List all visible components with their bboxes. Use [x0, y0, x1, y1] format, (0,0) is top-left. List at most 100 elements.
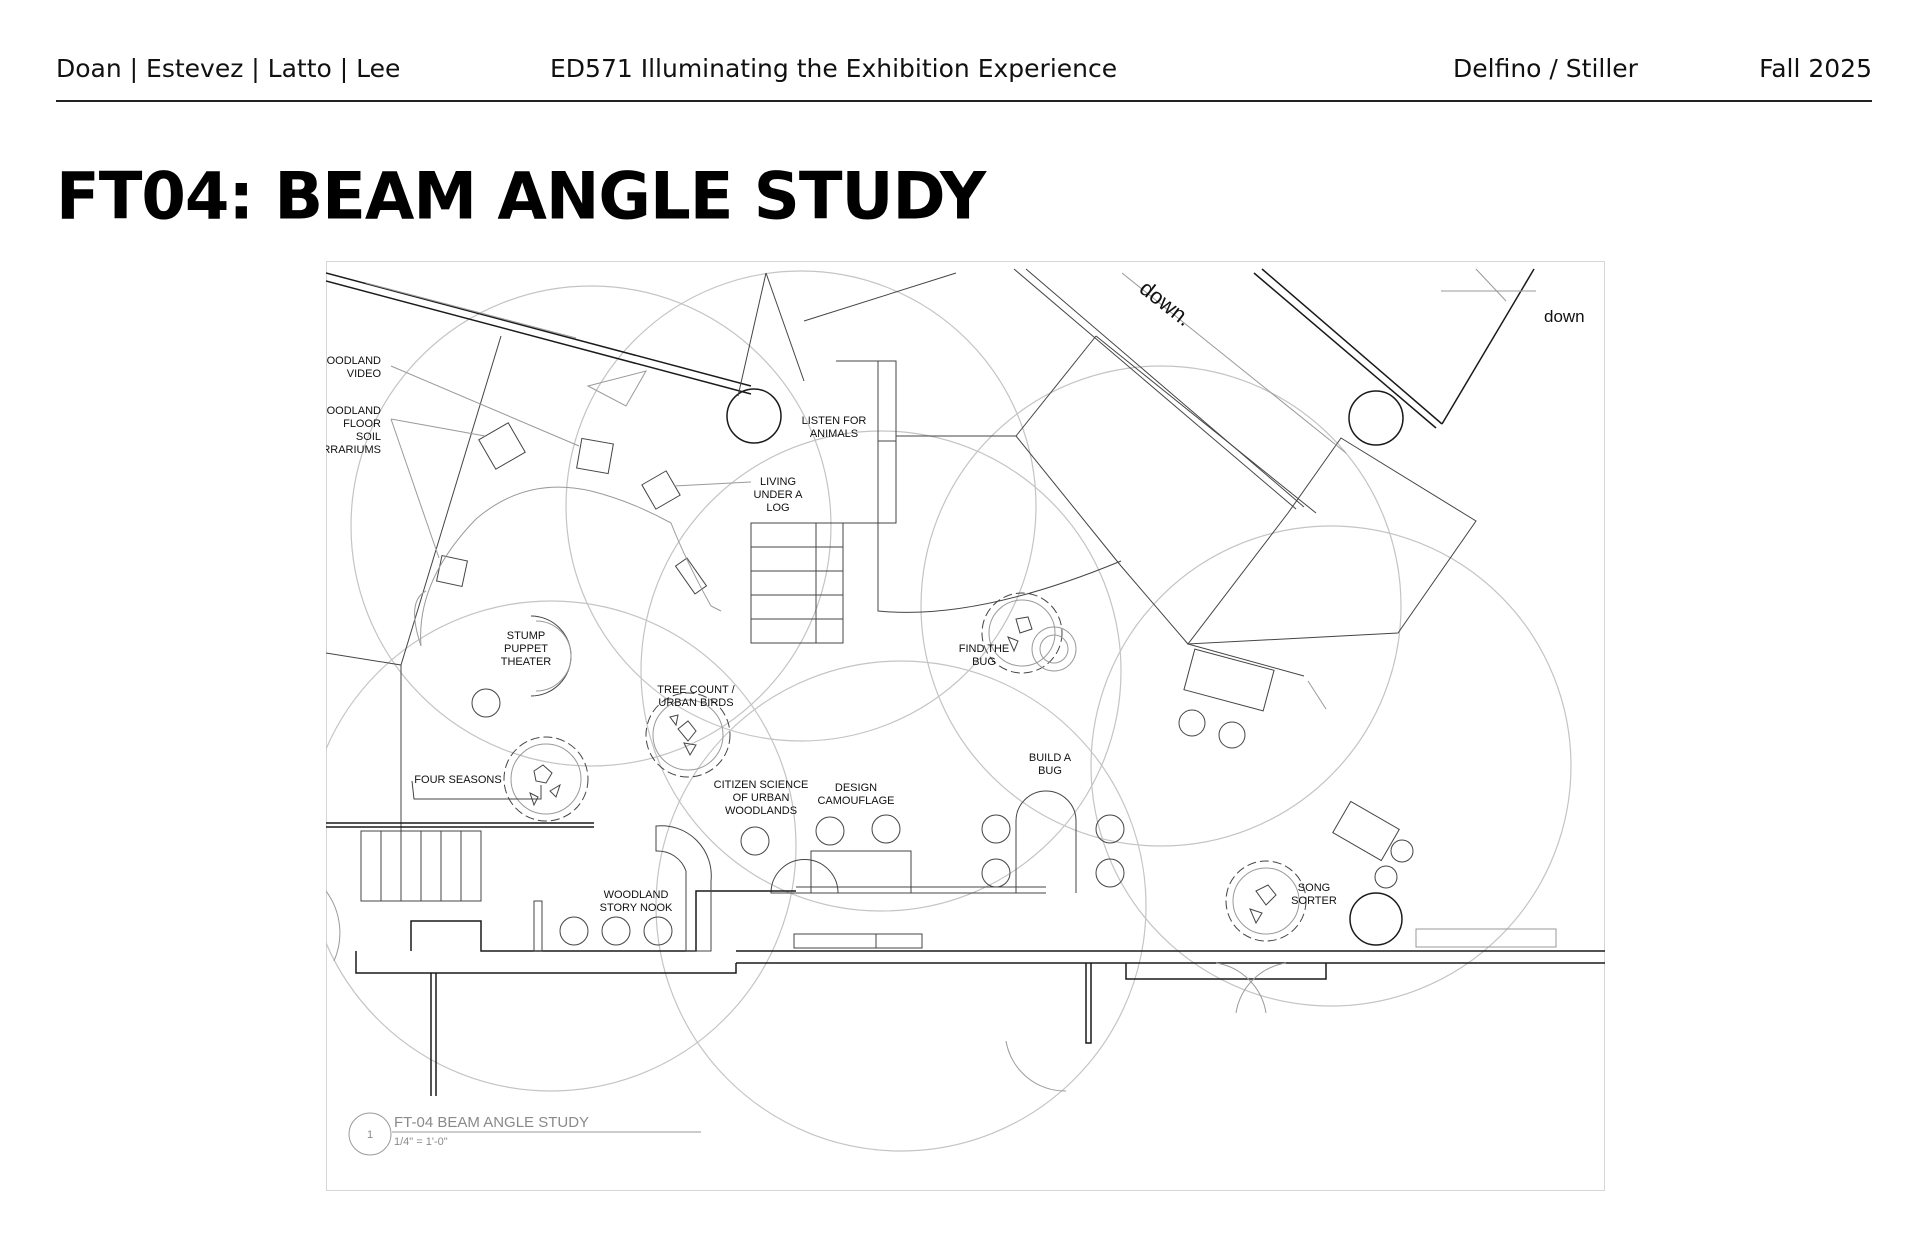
right-diagonal-structure: [1013, 268, 1536, 712]
label-four-seasons: FOUR SEASONS: [414, 774, 501, 786]
door-swing: [1215, 962, 1267, 1014]
beam-circle: [350, 285, 832, 767]
label-down-rotated: down.: [1135, 275, 1197, 331]
authors-text: Doan | Estevez | Latto | Lee: [56, 54, 401, 83]
stool: [471, 688, 501, 718]
stool: [740, 826, 770, 856]
left-partitions: [325, 335, 502, 836]
stool: [1374, 865, 1398, 889]
leader-line: [390, 418, 440, 559]
lower-walls: [325, 780, 1605, 1096]
video-screen: [586, 370, 648, 407]
curving-path: [420, 486, 722, 647]
diagonal-line: [1095, 335, 1317, 514]
pavilion-line: [737, 272, 767, 397]
stool: [981, 858, 1011, 888]
curved-wall: [877, 523, 1122, 613]
drawing-frame: [326, 261, 1605, 1191]
diagonal-wall: [1253, 272, 1437, 429]
dimension-line: [1475, 268, 1507, 302]
half-seat: [770, 859, 839, 894]
diagonal-line: [1015, 435, 1122, 567]
floor-grate: [875, 933, 923, 949]
drawing-title-block: 1 FT-04 BEAM ANGLE STUDY 1/4" = 1'-0": [348, 1112, 701, 1156]
floor-grate: [793, 933, 877, 949]
beam-circles: [305, 270, 1572, 1152]
stool: [815, 816, 845, 846]
diagonal-line: [1187, 643, 1305, 677]
tree-symbol: [645, 692, 731, 778]
drawing-number-circle: [348, 1112, 392, 1156]
arch-booth: [1015, 790, 1077, 893]
diagonal-wall: [1261, 268, 1443, 425]
wall-line: [1125, 963, 1327, 980]
page-header: Doan | Estevez | Latto | Lee ED571 Illum…: [56, 48, 1872, 102]
beam-circle: [305, 600, 797, 1092]
stool: [601, 916, 631, 946]
trees: [503, 592, 1307, 942]
wall-line: [325, 280, 752, 395]
stool: [1095, 858, 1125, 888]
term-text: Fall 2025: [1759, 54, 1872, 83]
beam-circle: [655, 660, 1147, 1152]
stool: [1390, 839, 1414, 863]
diagonal-line: [1120, 565, 1189, 645]
diagonal-line: [1307, 680, 1327, 710]
label-tree-count: TREE COUNT /URBAN BIRDS: [657, 684, 735, 709]
drawing-scale: 1/4" = 1'-0": [394, 1136, 448, 1148]
leader-line: [390, 365, 580, 447]
leader-lines: [390, 365, 752, 559]
column: [726, 388, 782, 444]
wall-line: [365, 282, 577, 339]
page-title: FT04: BEAM ANGLE STUDY: [56, 159, 986, 235]
wall-line: [411, 780, 542, 800]
story-nook-wall: [655, 825, 712, 952]
wall-line: [410, 890, 796, 952]
instructors-text: Delfino / Stiller: [1453, 54, 1638, 83]
diagonal-room: [1186, 437, 1477, 645]
door-swing: [1235, 962, 1287, 1014]
pavilion-line: [803, 272, 957, 322]
drawing-title: FT-04 BEAM ANGLE STUDY: [394, 1114, 589, 1131]
central-pavilion: [737, 272, 1122, 644]
stair-block: [750, 522, 844, 644]
leader-line: [390, 418, 486, 437]
column: [1348, 390, 1404, 446]
floor-box: [435, 554, 469, 588]
wall-line: [355, 951, 737, 974]
puppet-stage: [535, 620, 572, 692]
diagonal-line: [1025, 268, 1305, 508]
diagonal-wall: [1441, 268, 1535, 425]
bench: [1415, 928, 1557, 948]
exhibit-pieces: [414, 370, 722, 718]
door-swing: [1005, 1040, 1067, 1092]
label-down: down: [1544, 307, 1585, 326]
pavilion-line: [765, 272, 805, 382]
leader-line: [673, 481, 752, 487]
terrarium-box: [478, 422, 526, 470]
beam-circle: [920, 365, 1402, 847]
curving-path: [414, 590, 427, 647]
beam-circle: [640, 430, 1122, 912]
stool: [559, 916, 589, 946]
video-box: [576, 437, 614, 475]
dimension-line: [1121, 272, 1347, 454]
stool: [1178, 709, 1206, 737]
column: [1349, 892, 1403, 946]
stool: [871, 814, 901, 844]
door-swing: [325, 890, 341, 962]
course-title: ED571 Illuminating the Exhibition Experi…: [550, 54, 1118, 83]
